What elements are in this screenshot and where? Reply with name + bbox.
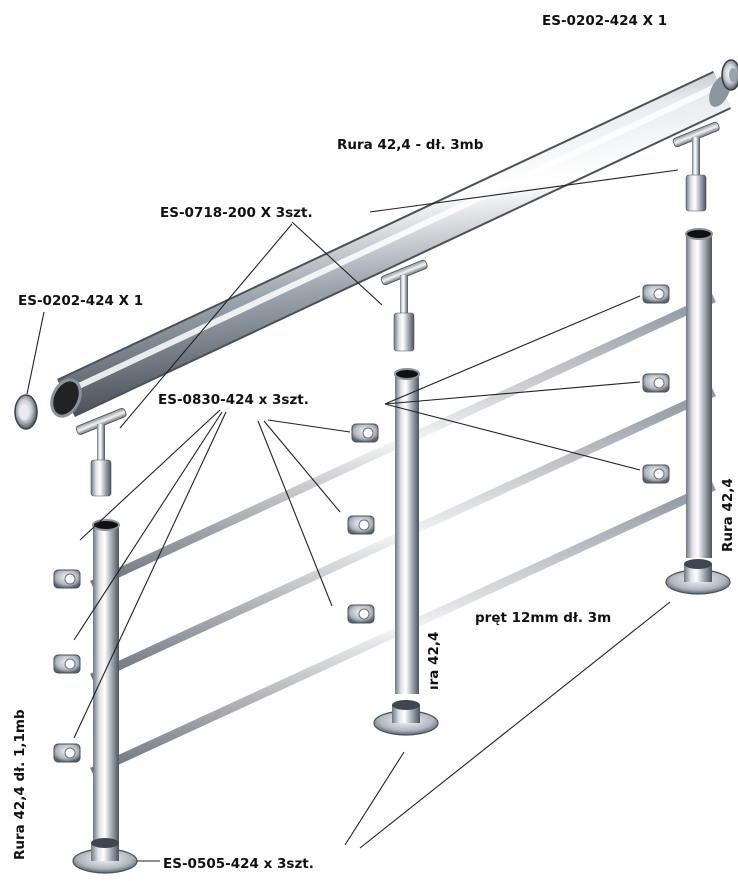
rod-clamp-icon	[347, 515, 375, 535]
label-end-cap-left: ES-0202-424 X 1	[18, 293, 143, 309]
rod-clamp-icon	[642, 284, 670, 304]
handrail-tube	[50, 70, 731, 418]
t-bracket-icon	[672, 121, 720, 212]
rod-clamp-icon	[642, 373, 670, 393]
label-end-cap-top: ES-0202-424 X 1	[542, 13, 667, 29]
rod-clamps	[53, 284, 670, 763]
post-left	[92, 519, 120, 847]
post-right	[685, 228, 713, 558]
rod-clamp-icon	[351, 423, 379, 443]
rod-clamp-icon	[53, 743, 81, 763]
base-flange-icon	[373, 700, 439, 736]
label-rod-holder: ES-0830-424 x 3szt.	[158, 392, 309, 408]
base-flange-icon	[665, 559, 731, 595]
label-post-middle: ıra 42,4	[426, 632, 442, 690]
round-end-cap-icon	[721, 59, 738, 91]
round-end-cap-icon	[14, 394, 38, 430]
label-handrail-tube: Rura 42,4 - dł. 3mb	[337, 137, 484, 153]
t-bracket-icon	[75, 408, 127, 497]
post-middle	[394, 368, 420, 694]
label-rod: pręt 12mm dł. 3m	[475, 610, 611, 626]
label-post-left: Rura 42,4 dł. 1,1mb	[12, 709, 28, 860]
label-handrail-support: ES-0718-200 X 3szt.	[160, 205, 313, 221]
leader-lines	[26, 169, 679, 862]
rod-clamp-icon	[53, 654, 81, 674]
label-post-right: Rura 42,4	[720, 478, 736, 552]
rod-clamp-icon	[347, 604, 375, 624]
t-bracket-icon	[380, 259, 428, 352]
label-base-flange: ES-0505-424 x 3szt.	[163, 856, 314, 872]
rod-clamp-icon	[53, 569, 81, 589]
base-flange-icon	[72, 838, 138, 874]
rod-clamp-icon	[642, 464, 670, 484]
